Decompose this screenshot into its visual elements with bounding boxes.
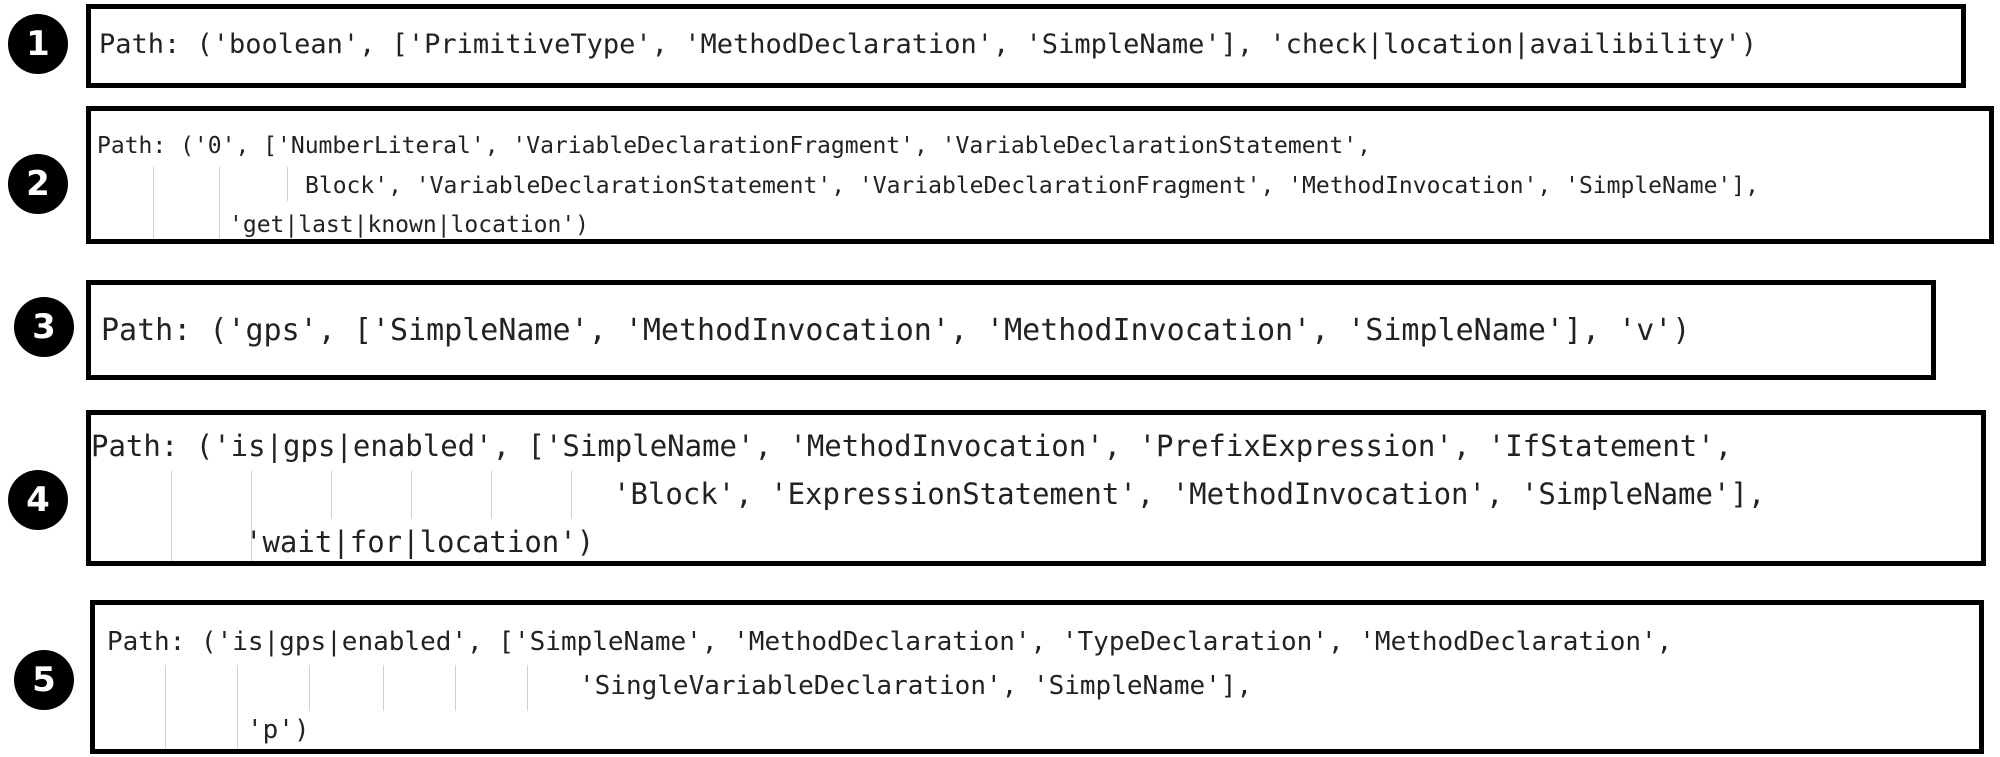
indent-guide [309, 665, 310, 711]
path-box-3: Path: ('gps', ['SimpleName', 'MethodInvo… [86, 280, 1936, 380]
indent-guide [411, 471, 412, 519]
indent-guide [153, 167, 154, 239]
path-box-1: Path: ('boolean', ['PrimitiveType', 'Met… [86, 4, 1966, 88]
indent-guide [237, 665, 238, 749]
indent-guide [287, 167, 288, 201]
path-line: Path: ('gps', ['SimpleName', 'MethodInvo… [101, 313, 1691, 348]
path-line: Path: ('boolean', ['PrimitiveType', 'Met… [99, 29, 1758, 60]
path-box-5: Path: ('is|gps|enabled', ['SimpleName', … [90, 600, 1984, 754]
path-box-4: Path: ('is|gps|enabled', ['SimpleName', … [86, 410, 1986, 566]
indent-guide [527, 665, 528, 711]
path-line: Path: ('is|gps|enabled', ['SimpleName', … [107, 627, 1673, 657]
path-line: Path: ('0', ['NumberLiteral', 'VariableD… [97, 133, 1371, 159]
path-number-badge-3: 3 [14, 297, 74, 357]
path-line: 'SingleVariableDeclaration', 'SimpleName… [579, 671, 1253, 701]
indent-guide [455, 665, 456, 711]
path-line: 'get|last|known|location') [229, 212, 590, 238]
indent-guide [571, 471, 572, 519]
path-number-badge-2: 2 [8, 154, 68, 214]
path-line: Path: ('is|gps|enabled', ['SimpleName', … [91, 429, 1733, 463]
path-number-badge-4: 4 [8, 470, 68, 530]
path-line: 'Block', 'ExpressionStatement', 'MethodI… [613, 477, 1766, 511]
indent-guide [165, 665, 166, 749]
indent-guide [171, 471, 172, 561]
path-number-badge-1: 1 [8, 14, 68, 74]
indent-guide [219, 167, 220, 239]
indent-guide [331, 471, 332, 519]
indent-guide [251, 471, 252, 561]
path-line: 'wait|for|location') [245, 525, 595, 559]
indent-guide [491, 471, 492, 519]
indent-guide [383, 665, 384, 711]
path-line: 'p') [247, 715, 310, 745]
path-line: Block', 'VariableDeclarationStatement', … [305, 173, 1759, 199]
path-box-2: Path: ('0', ['NumberLiteral', 'VariableD… [86, 106, 1994, 244]
path-number-badge-5: 5 [14, 650, 74, 710]
